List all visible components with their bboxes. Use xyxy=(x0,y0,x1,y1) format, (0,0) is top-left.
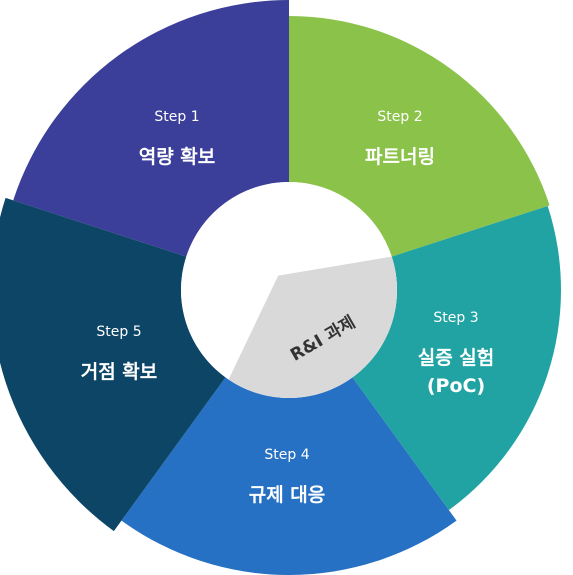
step-1-label: Step 1 xyxy=(154,109,199,125)
step-4-label: Step 4 xyxy=(264,447,309,463)
step-2-label: Step 2 xyxy=(377,109,422,125)
segment-step-2 xyxy=(289,16,550,257)
step-3-title-line-2: (PoC) xyxy=(427,375,485,397)
center-highlight-wedge xyxy=(228,256,397,398)
step-3-label: Step 3 xyxy=(433,310,478,326)
step-5-title: 거점 확보 xyxy=(81,360,158,383)
step-5-label: Step 5 xyxy=(96,324,141,340)
segment-step-3 xyxy=(352,205,562,511)
segment-step-5 xyxy=(0,197,226,532)
step-2-title: 파트너링 xyxy=(365,146,435,168)
step-4-title: 규제 대응 xyxy=(249,484,326,506)
step-1-title: 역량 확보 xyxy=(139,145,216,168)
step-3-title-line-1: 실증 실험 xyxy=(418,347,495,369)
segment-step-1 xyxy=(13,0,289,257)
segment-step-4 xyxy=(121,377,457,575)
